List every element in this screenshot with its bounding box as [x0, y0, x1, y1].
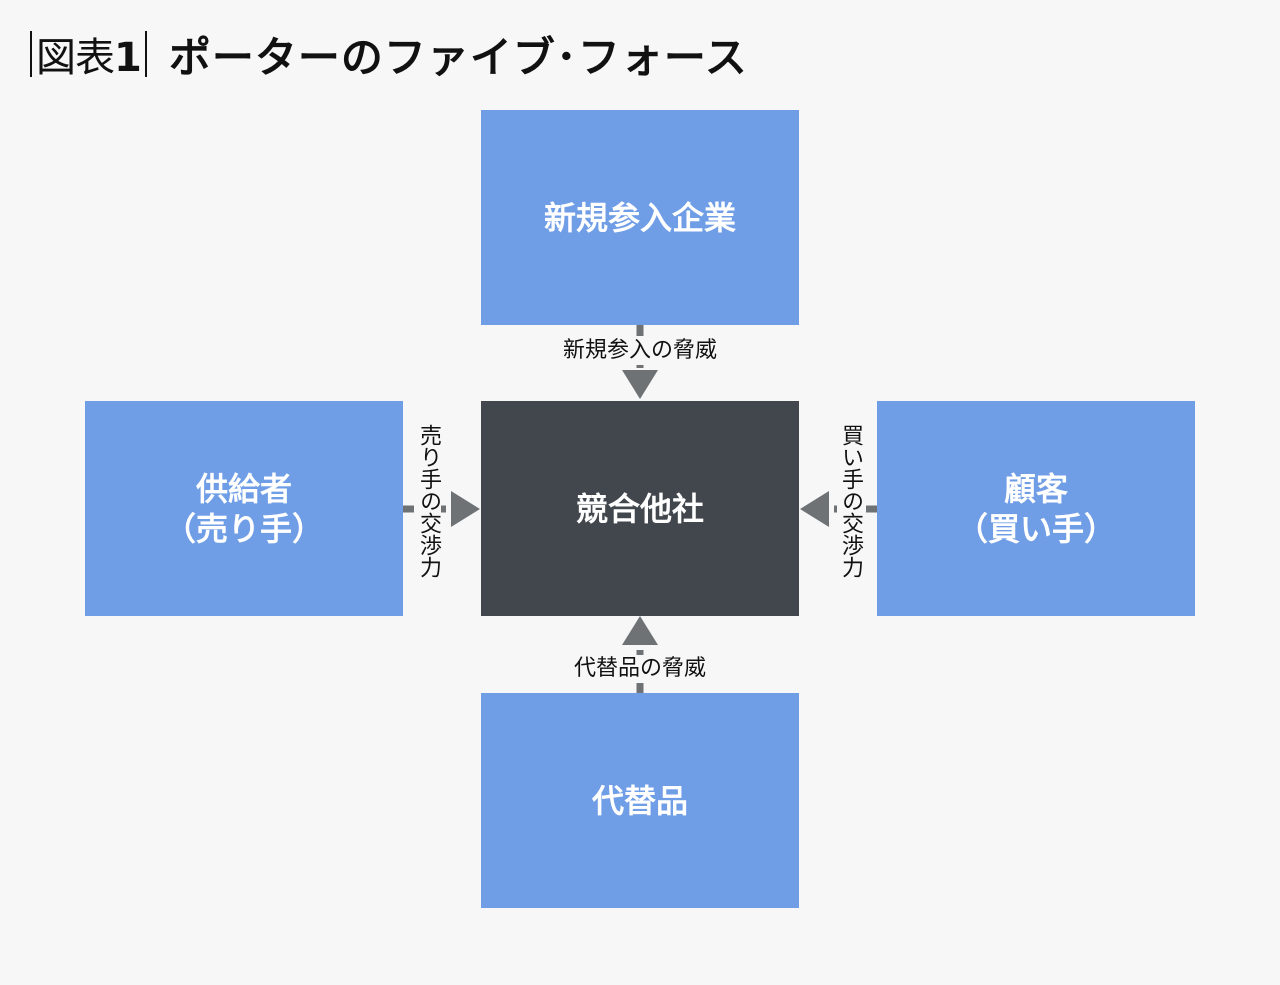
customers-sublabel: （買い手） [955, 509, 1116, 548]
competitors-label: 競合他社 [575, 489, 704, 528]
threat-of-substitutes-label: 代替品の脅威 [552, 655, 728, 683]
figure-number: 1 [114, 35, 142, 81]
threat-of-new-entrants-label: 新規参入の脅威 [540, 337, 740, 365]
substitutes-box: 代替品 [481, 693, 799, 908]
figure-label: 図表1 [36, 35, 142, 81]
suppliers-box: 供給者 （売り手） [85, 401, 403, 616]
supplier-bargaining-power-label: 売り手の交渉力 [415, 418, 441, 584]
figure-title: 図表1 ポーターのファイブ･フォース [30, 26, 748, 82]
competitors-box: 競合他社 [481, 401, 799, 616]
customers-label: 顧客 [1003, 469, 1068, 508]
new-entrants-box: 新規参入企業 [481, 110, 799, 325]
buyer-bargaining-power-label: 買い手の交渉力 [837, 418, 863, 584]
diagram-heading: ポーターのファイブ･フォース [168, 32, 748, 82]
suppliers-label: 供給者 [195, 469, 292, 508]
title-bar-right [144, 31, 147, 77]
suppliers-sublabel: （売り手） [163, 509, 324, 548]
customers-box: 顧客 （買い手） [877, 401, 1195, 616]
new-entrants-label: 新規参入企業 [543, 198, 736, 237]
substitutes-label: 代替品 [591, 781, 688, 820]
title-bar-left [30, 31, 32, 77]
